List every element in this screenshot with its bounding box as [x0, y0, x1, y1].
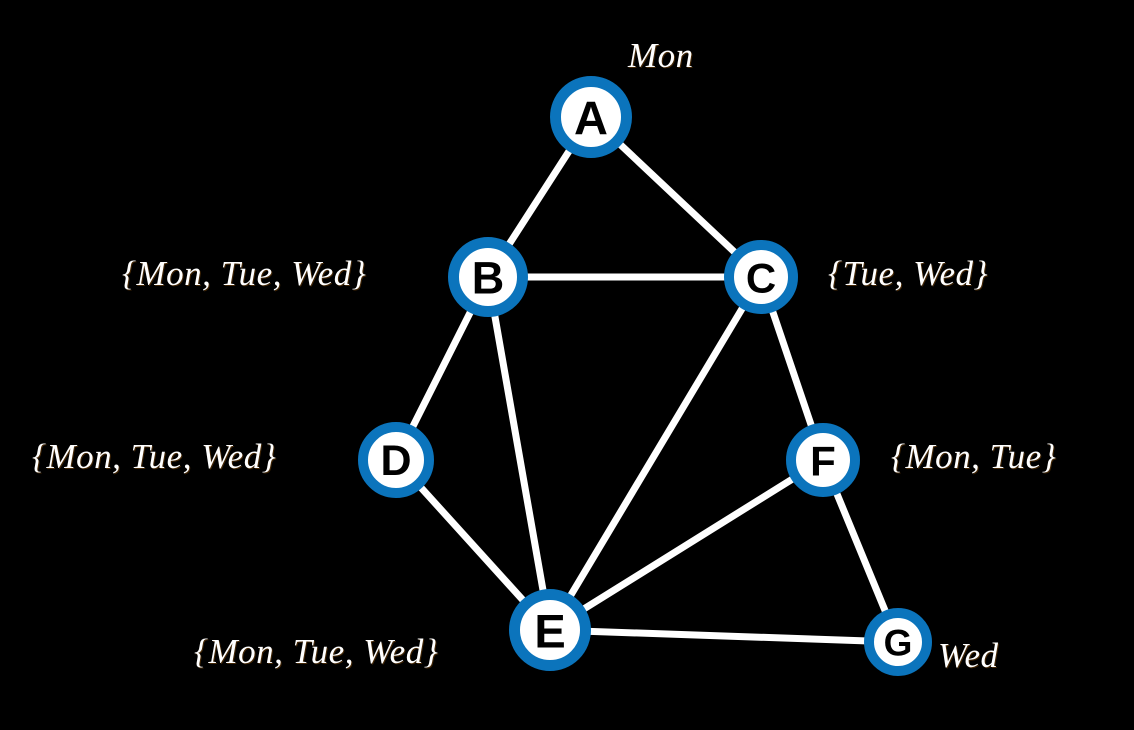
- node-a[interactable]: A: [550, 76, 632, 158]
- node-b[interactable]: B: [448, 237, 528, 317]
- nodes-group: A B C D E F G: [358, 76, 932, 676]
- domain-label-d: {Mon, Tue, Wed}: [32, 437, 277, 476]
- node-label-f: F: [810, 438, 836, 485]
- node-g[interactable]: G: [864, 608, 932, 676]
- node-e[interactable]: E: [509, 589, 591, 671]
- edge-c-e: [546, 273, 765, 634]
- domain-label-b: {Mon, Tue, Wed}: [122, 254, 367, 293]
- domain-label-c: {Tue, Wed}: [828, 254, 989, 293]
- node-label-b: B: [472, 253, 505, 304]
- node-c[interactable]: C: [724, 240, 798, 314]
- node-label-g: G: [884, 623, 913, 664]
- node-circle-f: [786, 423, 860, 497]
- node-d[interactable]: D: [358, 422, 434, 498]
- node-label-a: A: [574, 92, 608, 145]
- node-circle-b: [448, 237, 528, 317]
- domain-label-a: Mon: [628, 36, 694, 75]
- edge-b-e: [484, 273, 554, 634]
- edge-e-f: [546, 456, 827, 634]
- node-label-c: C: [746, 255, 776, 302]
- node-f[interactable]: F: [786, 423, 860, 497]
- node-circle-c: [724, 240, 798, 314]
- node-label-d: D: [380, 437, 411, 485]
- edges-group: [392, 113, 902, 646]
- domain-label-g: Wed: [938, 636, 999, 675]
- edge-e-g: [546, 626, 902, 646]
- domain-label-f: {Mon, Tue}: [891, 437, 1057, 476]
- node-circle-e: [509, 589, 591, 671]
- node-circle-a: [550, 76, 632, 158]
- node-circle-d: [358, 422, 434, 498]
- node-label-e: E: [534, 605, 565, 658]
- domain-label-e: {Mon, Tue, Wed}: [194, 632, 439, 671]
- node-circle-g: [864, 608, 932, 676]
